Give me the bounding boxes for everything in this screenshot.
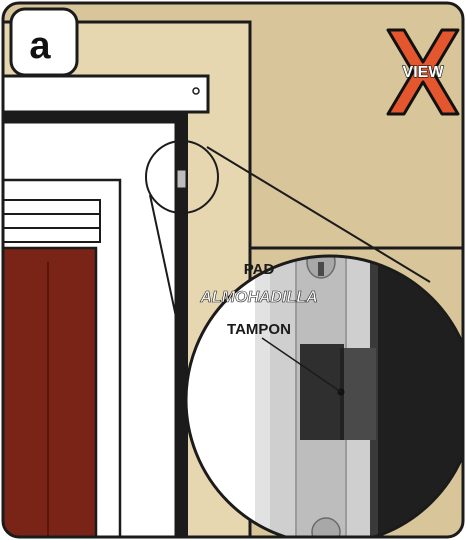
pad <box>300 344 344 440</box>
label-tampon: TAMPON <box>227 321 291 338</box>
panel-letter: a <box>29 25 51 67</box>
top-rail <box>0 76 208 112</box>
view-word: VIEW <box>403 64 445 81</box>
slat-3 <box>0 228 100 242</box>
label-almohadilla: ALMOHADILLA <box>199 289 317 306</box>
slat-2 <box>0 214 100 228</box>
rail-screw <box>193 88 199 94</box>
slat-1 <box>0 200 100 214</box>
label-pad: PAD <box>244 261 275 278</box>
pad-small <box>177 170 186 188</box>
